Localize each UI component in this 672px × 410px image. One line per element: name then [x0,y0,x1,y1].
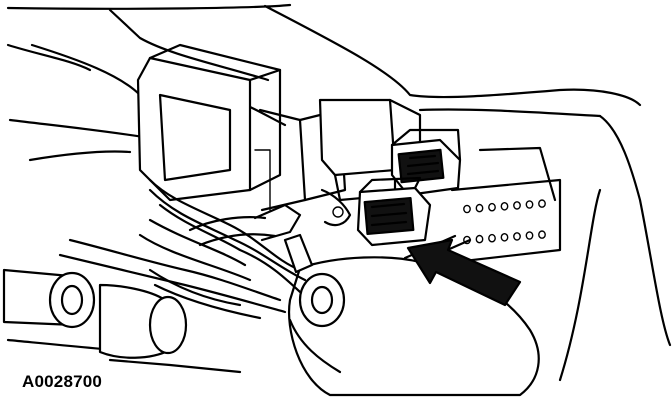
panel-hole [538,230,546,239]
figure-id-label: A0028700 [22,372,103,391]
perforated-panel [450,178,562,264]
panel-hole [488,233,496,243]
arrow-icon [406,238,522,307]
panel-hole [500,232,509,242]
upper-connector [390,128,462,197]
panel-hole [475,203,484,213]
lower-connector [356,176,432,247]
panel-hole [525,231,534,240]
panel-hole [513,232,521,241]
panel-hole [488,202,496,212]
knee-bolster [288,234,540,397]
panel-hole [525,200,534,209]
wiring-harness [58,178,352,320]
panel-hole [513,201,521,210]
column-housing [136,43,347,212]
panel-hole [475,234,484,244]
panel-hole [463,204,471,214]
panel-hole [538,199,546,208]
steering-column-tube [2,268,242,374]
panel-hole [500,201,509,211]
